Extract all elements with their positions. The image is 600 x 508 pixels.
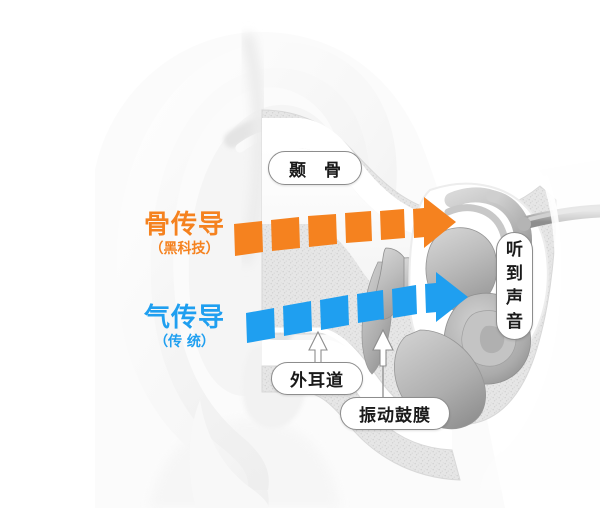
bone-arrowhead xyxy=(414,197,456,248)
bone-conduction-title: 骨传导 xyxy=(144,210,226,240)
hear-sound-char-2: 到 xyxy=(506,263,523,284)
air-arrowhead xyxy=(426,272,468,322)
callout-hear-sound: 听 到 声 音 xyxy=(496,232,533,340)
air-conduction-label: 气传导 （传 统） xyxy=(144,303,226,351)
bone-conduction-subtitle: （黑科技） xyxy=(149,241,220,258)
eardrum-leader xyxy=(372,328,394,400)
callout-eardrum: 振动鼓膜 xyxy=(340,397,450,430)
bone-conduction-label: 骨传导 （黑科技） xyxy=(144,210,226,258)
callout-temporal-bone: 颞 骨 xyxy=(268,151,362,185)
hear-sound-char-4: 音 xyxy=(506,311,523,332)
air-conduction-subtitle: （传 统） xyxy=(154,334,215,351)
callout-ear-canal: 外耳道 xyxy=(271,362,363,395)
skin-overlay-right xyxy=(480,160,600,490)
hear-sound-char-1: 听 xyxy=(506,239,523,260)
air-conduction-arrow xyxy=(246,272,468,343)
air-conduction-title: 气传导 xyxy=(144,303,226,333)
hear-sound-char-3: 声 xyxy=(506,287,523,308)
bone-conduction-arrow xyxy=(234,197,456,256)
